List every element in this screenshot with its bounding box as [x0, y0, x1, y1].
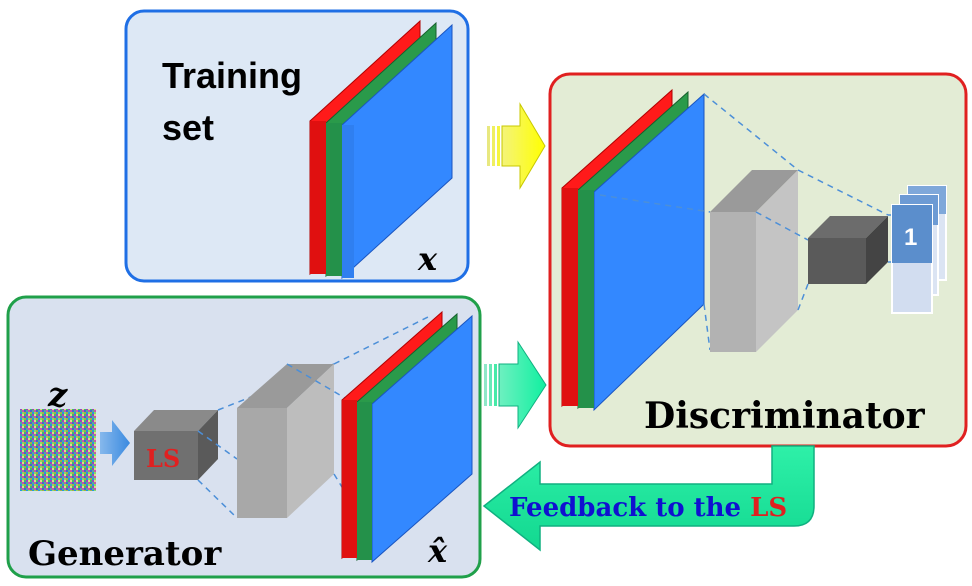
discriminator-panel: 1 Discriminator	[548, 72, 968, 448]
feedback-label: Feedback to the LS	[509, 493, 787, 523]
discriminator-image-stack	[561, 88, 705, 412]
discriminator-title: Discriminator	[644, 395, 926, 437]
feedback-text: Feedback to the	[509, 493, 750, 523]
discriminator-small-cube	[808, 216, 888, 284]
generated-x-hat-label: x̂	[427, 532, 448, 570]
training-to-discriminator-arrow	[487, 102, 546, 190]
ls-cube	[134, 410, 218, 480]
training-set-panel: Training set x	[124, 9, 470, 283]
generator-to-discriminator-arrow	[484, 340, 547, 430]
discriminator-connectors-1	[599, 93, 799, 351]
feedback-ls-highlight: LS	[750, 493, 787, 523]
noise-image	[20, 409, 96, 491]
ls-label: LS	[146, 444, 180, 473]
generator-panel: z LS	[6, 295, 482, 579]
discriminator-output-cards	[891, 185, 947, 314]
training-x-label: x	[417, 240, 438, 278]
feedback-arrow	[482, 445, 815, 552]
training-set-title-line2: set	[162, 107, 214, 148]
training-image-stack	[309, 19, 453, 280]
generator-title: Generator	[28, 534, 222, 574]
discriminator-feature-volume	[710, 170, 798, 352]
generated-image-stack	[341, 310, 473, 564]
noise-z-label: z	[47, 375, 68, 415]
discriminator-output-value: 1	[904, 224, 917, 251]
noise-to-ls-arrow	[100, 420, 130, 466]
training-set-title-line1: Training	[162, 55, 302, 96]
generator-feature-volume	[237, 364, 334, 518]
